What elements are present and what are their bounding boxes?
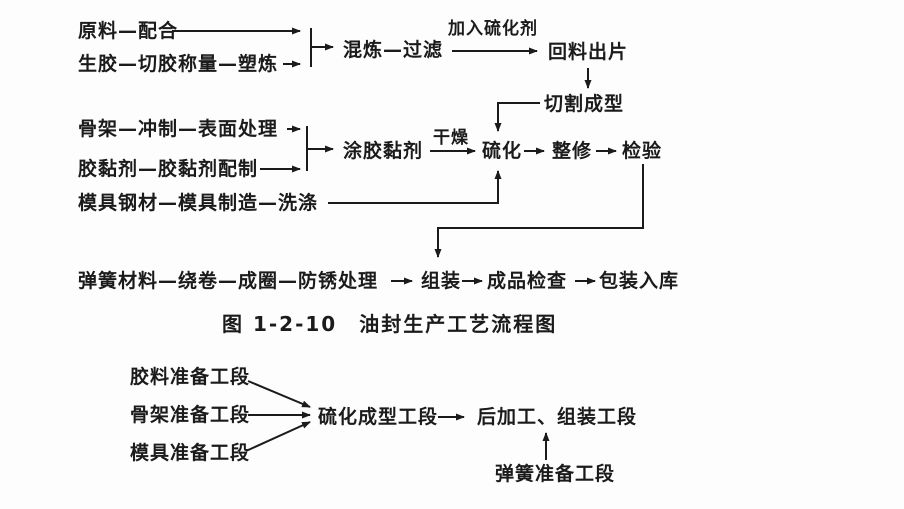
node-trimming: 整修 bbox=[552, 140, 593, 162]
node-skeleton-stamping-surface-treatment: 骨架—冲制—表面处理 bbox=[78, 118, 279, 140]
node-post-processing-assembly-section: 后加工、组装工段 bbox=[477, 406, 638, 428]
edge-label-drying: 干燥 bbox=[433, 128, 469, 148]
node-spring-preparation-section: 弹簧准备工段 bbox=[495, 463, 616, 485]
node-packing-and-storage: 包装入库 bbox=[599, 270, 680, 292]
node-cutting-forming: 切割成型 bbox=[544, 93, 625, 115]
node-mixing-filtering: 混炼—过滤 bbox=[343, 39, 444, 61]
node-mold-preparation-section: 模具准备工段 bbox=[130, 442, 251, 464]
node-mold-steel-manufacturing-washing: 模具钢材—模具制造—洗涤 bbox=[78, 192, 319, 214]
node-assembly: 组装 bbox=[421, 270, 462, 292]
node-raw-rubber-cutting-weighing-plasticating: 生胶—切胶称量—塑炼 bbox=[78, 53, 279, 75]
node-apply-adhesive: 涂胶黏剂 bbox=[343, 140, 424, 162]
node-adhesive-preparation: 胶黏剂—胶黏剂配制 bbox=[78, 158, 259, 180]
node-spring-material-winding-coiling-rustproofing: 弹簧材料—绕卷—成圈—防锈处理 bbox=[78, 270, 379, 292]
node-vulcanization: 硫化 bbox=[482, 140, 523, 162]
node-skeleton-preparation-section: 骨架准备工段 bbox=[130, 404, 251, 426]
node-raw-material-compounding: 原料—配合 bbox=[78, 20, 179, 42]
node-vulcanizing-forming-section: 硫化成型工段 bbox=[318, 406, 439, 428]
figure-caption: 图 1-2-10 油封生产工艺流程图 bbox=[222, 312, 558, 336]
node-inspection: 检验 bbox=[622, 140, 663, 162]
node-rubber-preparation-section: 胶料准备工段 bbox=[130, 366, 251, 388]
node-final-product-inspection: 成品检查 bbox=[487, 270, 568, 292]
edge-label-add-vulcanizing-agent: 加入硫化剂 bbox=[448, 19, 538, 39]
node-reclaim-sheeting: 回料出片 bbox=[548, 41, 629, 63]
